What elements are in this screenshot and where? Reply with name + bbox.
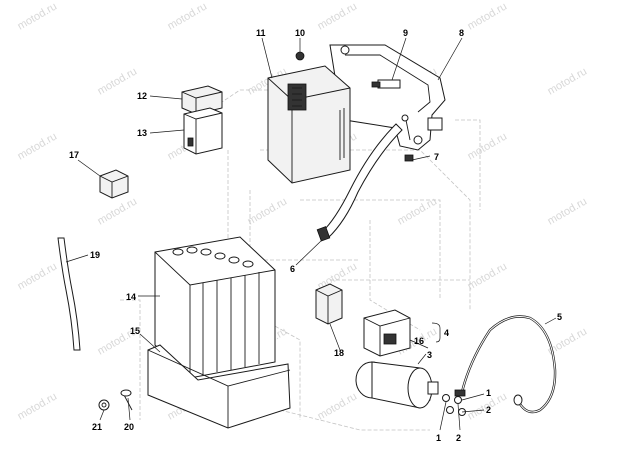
- battery: [154, 236, 276, 379]
- leader-lines: [65, 37, 557, 431]
- callout-18: 18: [334, 348, 344, 358]
- terminal-nuts-washers: [442, 394, 466, 416]
- watermark-text: motod.ru: [466, 0, 510, 32]
- terminal-cap: [99, 169, 129, 199]
- callout-5: 5: [557, 312, 562, 322]
- watermark-text: motod.ru: [166, 0, 210, 32]
- relay: [183, 107, 223, 155]
- bush-bolt: [371, 79, 401, 89]
- watermark-text: motod.ru: [316, 0, 360, 32]
- screw: [401, 114, 414, 162]
- callout-2-upper: 2: [486, 405, 491, 415]
- callout-13: 13: [137, 128, 147, 138]
- callout-16: 16: [414, 336, 424, 346]
- watermark-text: motod.ru: [96, 195, 140, 227]
- mounting-frame: [329, 44, 446, 151]
- callout-labels: 11 10 9 8 12 13 17 7 6 19 14 15 18 16 4 …: [69, 28, 562, 443]
- watermark-text: motod.ru: [16, 0, 60, 32]
- callout-12: 12: [137, 91, 147, 101]
- callout-10: 10: [295, 28, 305, 38]
- washer-hole-icon: [101, 402, 107, 408]
- control-unit: [267, 65, 351, 184]
- nut: [295, 51, 305, 61]
- callout-14: 14: [126, 292, 136, 302]
- terminal-cover: [315, 283, 343, 325]
- callout-20: 20: [124, 422, 134, 432]
- vent-hose: [57, 237, 81, 351]
- watermark-layer: motod.ru motod.ru motod.ru motod.ru motod.ru…: [16, 0, 590, 422]
- battery-tray: [147, 344, 291, 429]
- watermark-text: motod.ru: [16, 390, 60, 422]
- callout-1-upper: 1: [486, 388, 491, 398]
- callout-19: 19: [90, 250, 100, 260]
- watermark-text: motod.ru: [316, 390, 360, 422]
- callout-7: 7: [434, 152, 439, 162]
- starter-relay-bracket: [363, 309, 411, 357]
- callout-11: 11: [256, 28, 266, 38]
- watermark-text: motod.ru: [546, 65, 590, 97]
- callout-21: 21: [92, 422, 102, 432]
- callout-3: 3: [427, 350, 432, 360]
- washer: [98, 399, 110, 411]
- watermark-text: motod.ru: [546, 195, 590, 227]
- callout-9: 9: [403, 28, 408, 38]
- callout-1-lower: 1: [436, 433, 441, 443]
- callout-2-lower: 2: [456, 433, 461, 443]
- relay-cap: [181, 85, 223, 115]
- watermark-text: motod.ru: [466, 130, 510, 162]
- tray-screw: [120, 389, 133, 411]
- starter-solenoid: [355, 361, 439, 409]
- watermark-text: motod.ru: [466, 260, 510, 292]
- watermark-text: motod.ru: [96, 65, 140, 97]
- watermark-text: motod.ru: [16, 260, 60, 292]
- watermark-text: motod.ru: [246, 195, 290, 227]
- callout-17: 17: [69, 150, 79, 160]
- callout-4: 4: [444, 328, 449, 338]
- callout-15: 15: [130, 326, 140, 336]
- watermark-text: motod.ru: [16, 130, 60, 162]
- battery-strap: [316, 123, 403, 242]
- callout-6: 6: [290, 264, 295, 274]
- battery-cable: [454, 315, 557, 414]
- callout-8: 8: [459, 28, 464, 38]
